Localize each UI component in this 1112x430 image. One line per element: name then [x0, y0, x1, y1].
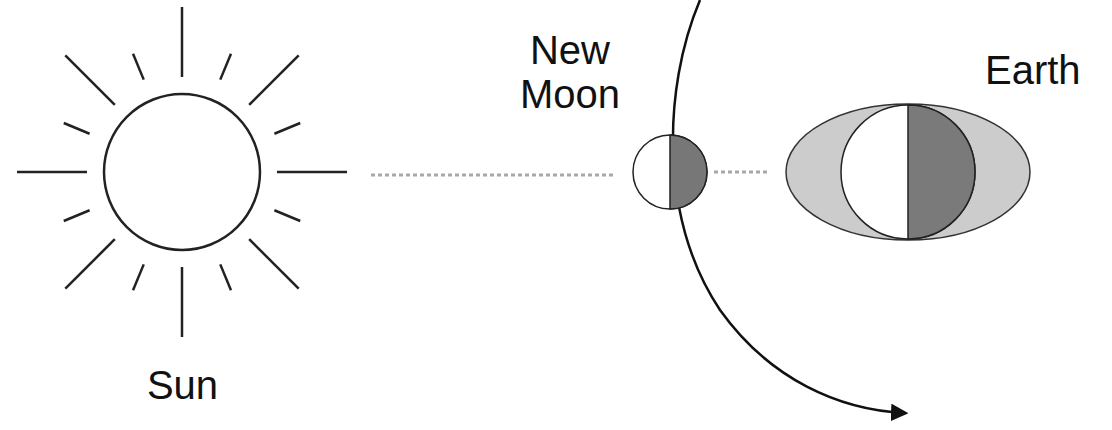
sun-ray	[249, 239, 298, 288]
sun-ray	[274, 123, 300, 134]
sun-ray	[181, 267, 184, 337]
new-moon-shape	[630, 132, 710, 212]
sun-ray	[220, 264, 231, 290]
light-path-line	[714, 171, 769, 174]
sun-rays	[17, 7, 347, 337]
sun-ray	[249, 55, 298, 104]
new-moon-node: New Moon	[490, 28, 715, 216]
earth-night-side	[908, 105, 975, 239]
sun-ray	[64, 210, 90, 221]
sun-ray	[65, 55, 114, 104]
earth-node: Earth	[780, 45, 1105, 246]
moon-lit-half	[633, 135, 707, 209]
sun-ray	[133, 54, 144, 80]
earth-atmosphere	[786, 104, 1030, 240]
node-label: New Moon	[490, 28, 650, 116]
sun-ray	[17, 171, 87, 174]
moon-dark-half	[670, 135, 707, 209]
earth-shape	[783, 102, 1033, 242]
sun-ray	[274, 210, 300, 221]
sun-ray	[64, 123, 90, 134]
node-label: Sun	[10, 363, 355, 407]
sun-ray	[220, 54, 231, 80]
earth-day-side	[841, 105, 975, 239]
sun-ray	[65, 239, 114, 288]
sun-ray	[181, 7, 184, 77]
sun-ray	[133, 264, 144, 290]
node-label: Earth	[985, 48, 1100, 92]
sun-ray	[277, 171, 347, 174]
light-path-line	[371, 174, 616, 177]
sun-shape	[10, 5, 355, 345]
sun-disc	[104, 94, 260, 250]
sun-node: Sun	[10, 5, 355, 411]
